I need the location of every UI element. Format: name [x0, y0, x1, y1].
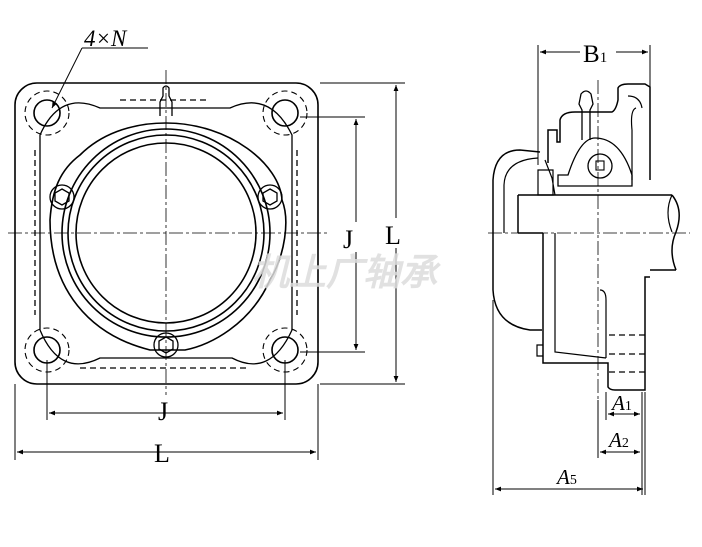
grease-nipple-side-icon [578, 90, 594, 140]
front-l-vertical-label: L [385, 221, 401, 250]
front-j-vertical-label: J [343, 225, 353, 254]
bolt-holes [24, 90, 308, 373]
bearing-insert [557, 137, 633, 187]
grease-nipple-icon [159, 85, 173, 116]
front-l-horizontal-label: L [154, 439, 170, 468]
flange-top [547, 83, 651, 180]
watermark: 机上广轴承 [252, 251, 441, 294]
front-j-horizontal-label: J [158, 397, 168, 426]
housing-ring-outer [49, 122, 287, 351]
a2-label: A2 [607, 428, 629, 452]
hidden-contour [34, 99, 298, 369]
housing-dome [492, 149, 542, 331]
b1-label: B1 [583, 41, 607, 68]
shaft [517, 194, 676, 271]
holes-label: 4×N [84, 26, 128, 51]
center-lines [8, 70, 330, 395]
flange-inner-contour [39, 102, 293, 365]
side-center-lines [488, 80, 690, 400]
front-view [8, 70, 330, 395]
flange-outline [14, 82, 319, 385]
a1-label: A1 [610, 391, 632, 415]
a5-label: A5 [555, 465, 577, 489]
side-view [488, 80, 690, 400]
housing-body [542, 233, 650, 391]
